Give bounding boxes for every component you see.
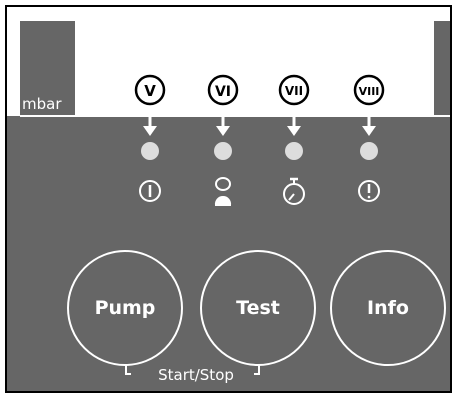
arrow-down-icon	[362, 117, 376, 136]
indicator-label-vi: VI	[215, 84, 231, 100]
indicator-graphics: V VI VII VIII	[125, 74, 385, 375]
pump-button-label: Pump	[94, 297, 156, 319]
test-button-label: Test	[236, 297, 280, 319]
indicator-label-viii: VIII	[359, 85, 380, 98]
arrow-down-icon	[216, 117, 230, 136]
indicator-badge-vi: VI	[207, 74, 239, 106]
arrow-down-icon	[143, 117, 157, 136]
device-panel-frame: mbar V VI VII VIII	[5, 5, 452, 393]
display-separator-line	[20, 115, 450, 117]
indicator-label-vii: VII	[285, 84, 303, 98]
test-button[interactable]: Test	[200, 250, 316, 366]
led-indicator-viii	[360, 142, 378, 160]
indicator-arrows	[143, 117, 376, 136]
exclamation-icon	[358, 180, 380, 202]
arrow-down-icon	[287, 117, 301, 136]
power-icon	[139, 180, 161, 202]
indicator-label-v: V	[144, 82, 156, 100]
pressure-scale-bar-right	[434, 21, 450, 117]
start-stop-bracket	[125, 364, 260, 375]
indicator-badge-viii: VIII	[353, 74, 385, 106]
pump-button[interactable]: Pump	[67, 250, 183, 366]
led-indicator-vi	[214, 142, 232, 160]
info-button-label: Info	[367, 297, 409, 319]
hourglass-icon	[214, 177, 232, 206]
indicator-badge-v: V	[134, 74, 166, 106]
info-button[interactable]: Info	[330, 250, 446, 366]
led-indicator-v	[141, 142, 159, 160]
stopwatch-icon	[283, 177, 305, 205]
led-indicator-vii	[285, 142, 303, 160]
indicator-badge-vii: VII	[278, 74, 310, 106]
unit-label: mbar	[22, 95, 62, 113]
start-stop-label: Start/Stop	[158, 366, 234, 384]
pressure-scale-bar-left	[20, 21, 75, 117]
